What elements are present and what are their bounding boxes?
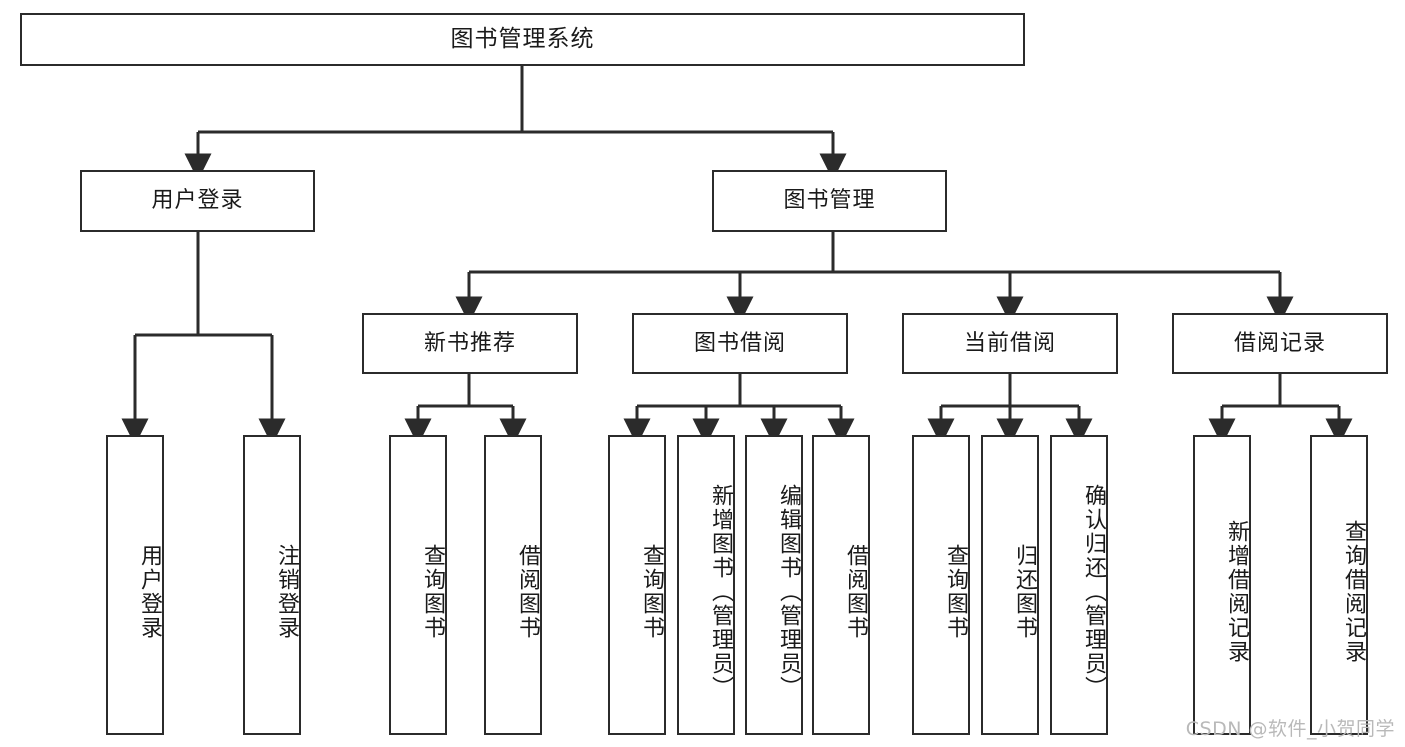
node-current-borrow[interactable]: 当前借阅 [902,313,1118,374]
leaf-borrow-query-book[interactable]: 查询图书 [608,435,666,735]
node-root-book-management-system[interactable]: 图书管理系统 [20,13,1025,66]
leaf-borrow-add-book-admin[interactable]: 新增图书（管理员） [677,435,735,735]
leaf-record-query-borrow-record[interactable]: 查询借阅记录 [1310,435,1368,735]
leaf-borrow-borrow-book[interactable]: 借阅图书 [812,435,870,735]
leaf-record-add-borrow-record[interactable]: 新增借阅记录 [1193,435,1251,735]
leaf-current-query-book[interactable]: 查询图书 [912,435,970,735]
node-book-management[interactable]: 图书管理 [712,170,947,232]
leaf-new-book-query-book[interactable]: 查询图书 [389,435,447,735]
node-new-book-recommend[interactable]: 新书推荐 [362,313,578,374]
leaf-user-login-login[interactable]: 用户登录 [106,435,164,735]
watermark-csdn: CSDN @软件_小贺同学 [1185,718,1395,740]
leaf-current-return-book[interactable]: 归还图书 [981,435,1039,735]
node-borrow-record[interactable]: 借阅记录 [1172,313,1388,374]
leaf-user-login-logout[interactable]: 注销登录 [243,435,301,735]
leaf-borrow-edit-book-admin[interactable]: 编辑图书（管理员） [745,435,803,735]
node-book-borrow[interactable]: 图书借阅 [632,313,848,374]
leaf-current-confirm-return-admin[interactable]: 确认归还（管理员） [1050,435,1108,735]
leaf-new-book-borrow-book[interactable]: 借阅图书 [484,435,542,735]
node-user-login[interactable]: 用户登录 [80,170,315,232]
